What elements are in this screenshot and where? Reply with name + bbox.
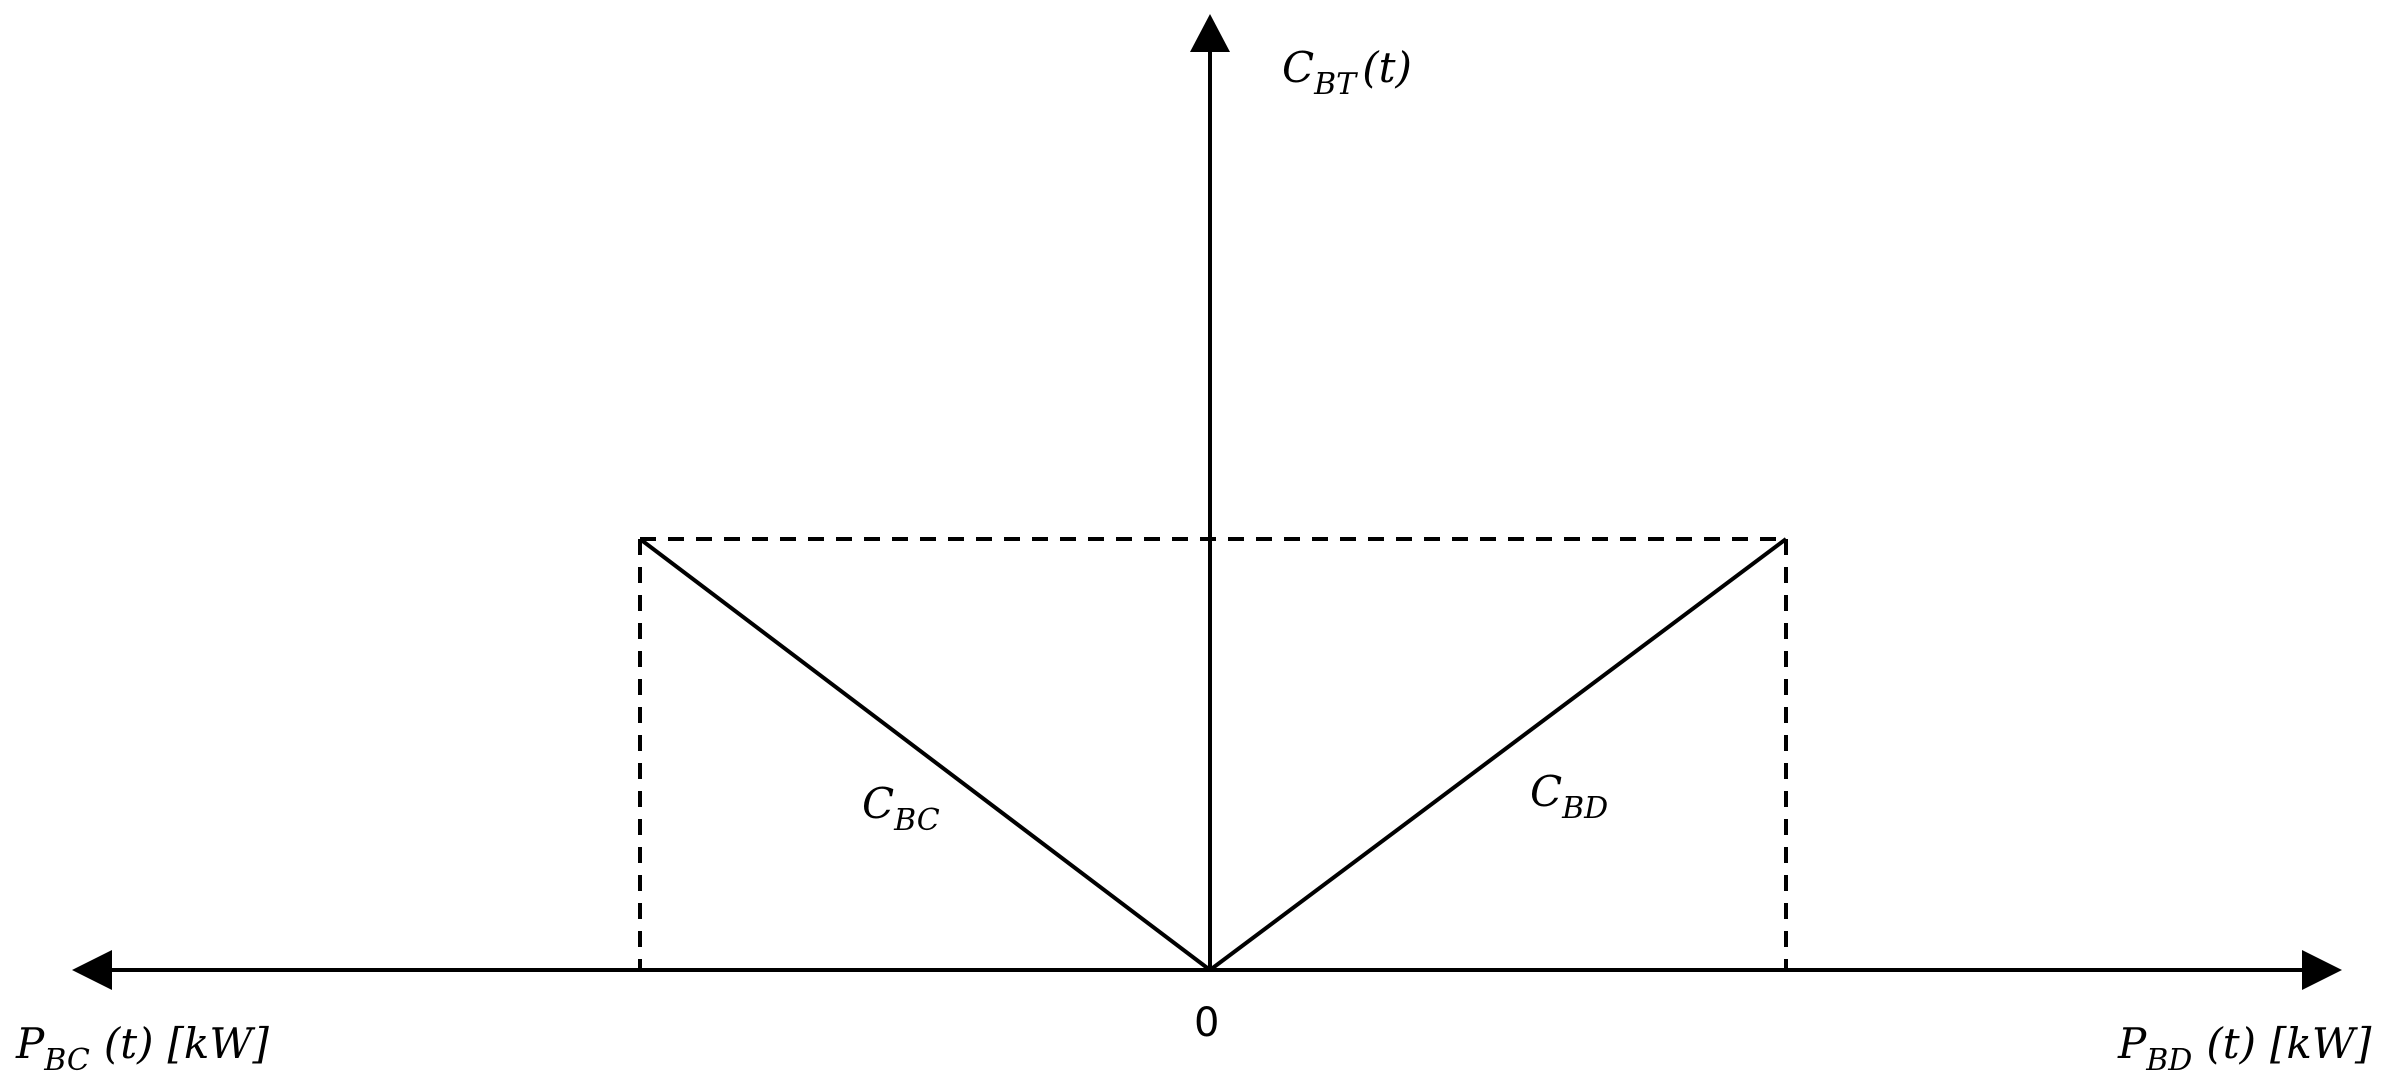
x-axis-right-label: PBD(t)[kW]: [2117, 1019, 2372, 1078]
x-axis-right-arrow-icon: [2302, 950, 2342, 990]
x-axis-left-arrow-icon: [72, 950, 112, 990]
origin-label: 0: [1194, 1000, 1219, 1046]
x-axis-left-label: PBC(t)[kW]: [15, 1019, 269, 1078]
discharge-line-label: CBD: [1530, 767, 1608, 826]
charge-line-label: CBC: [862, 779, 940, 838]
y-axis-arrow-icon: [1190, 14, 1230, 52]
y-axis-label: CBT(t): [1282, 43, 1412, 102]
cost-line-discharge: [1208, 537, 1788, 972]
cost-line-charge: [638, 537, 1212, 972]
